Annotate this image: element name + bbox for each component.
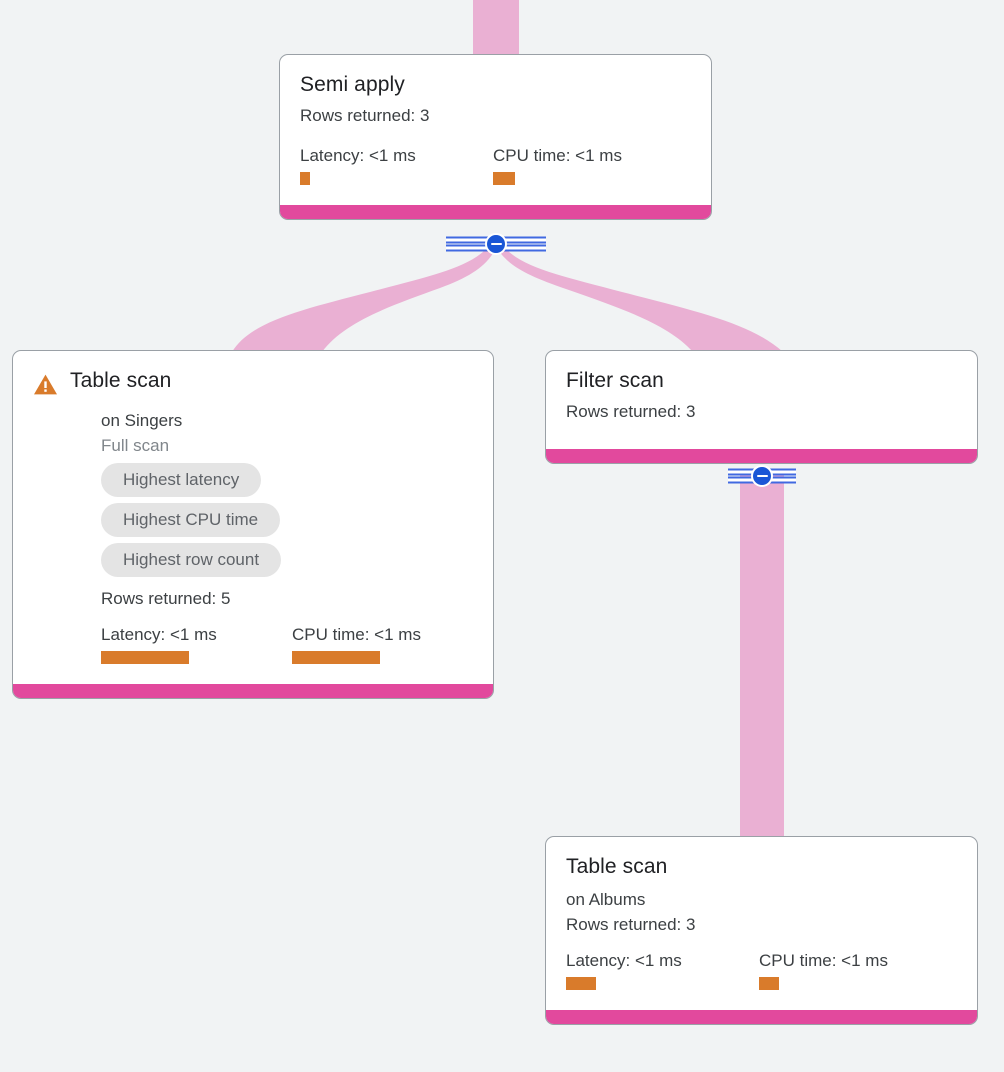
node-title: Table scan	[566, 855, 668, 878]
node-accent-bar	[546, 449, 977, 463]
node-rows-returned: Rows returned: 3	[566, 915, 696, 934]
metric-latency-bar	[566, 977, 596, 990]
node-body: Table scan on Singers Full scan Highest …	[13, 351, 493, 684]
chip-highest-cpu-time[interactable]: Highest CPU time	[101, 503, 281, 537]
metric-latency-label: Latency: <1 ms	[566, 951, 682, 970]
node-accent-bar	[546, 1010, 977, 1024]
plan-node-table-scan-singers[interactable]: Table scan on Singers Full scan Highest …	[12, 350, 494, 699]
edge-semi-apply-to-filter-scan	[497, 246, 783, 352]
metric-latency-bar	[300, 172, 310, 185]
node-rows-returned: Rows returned: 5	[101, 589, 231, 608]
collapse-minus-icon[interactable]	[751, 465, 773, 487]
node-metrics: Latency: <1 ms CPU time: <1 ms	[101, 624, 473, 664]
metric-cpu-time-bar	[759, 977, 779, 990]
chip-highest-latency[interactable]: Highest latency	[101, 463, 262, 497]
node-subtitle: on Albums	[566, 890, 646, 909]
metric-latency: Latency: <1 ms	[566, 950, 759, 990]
metric-cpu-time: CPU time: <1 ms	[493, 145, 622, 185]
node-title: Filter scan	[566, 369, 664, 392]
metric-cpu-time-label: CPU time: <1 ms	[493, 146, 622, 165]
node-chip-list: Highest latency Highest CPU time Highest…	[101, 463, 473, 577]
node-header: Table scan	[566, 854, 957, 880]
node-header: Semi apply	[300, 72, 691, 98]
node-metrics: Latency: <1 ms CPU time: <1 ms	[566, 950, 957, 990]
plan-node-semi-apply[interactable]: Semi apply Rows returned: 3 Latency: <1 …	[279, 54, 712, 220]
metric-cpu-time-label: CPU time: <1 ms	[759, 951, 888, 970]
plan-node-filter-scan[interactable]: Filter scan Rows returned: 3	[545, 350, 978, 464]
node-title: Table scan	[70, 369, 172, 392]
metric-latency-bar	[101, 651, 189, 664]
edge-semi-apply-to-table-scan-singers	[232, 246, 496, 352]
metric-cpu-time-bar	[292, 651, 380, 664]
node-header: Table scan	[33, 368, 473, 401]
node-accent-bar	[13, 684, 493, 698]
node-rows-returned: Rows returned: 3	[300, 106, 430, 125]
metric-cpu-time: CPU time: <1 ms	[292, 624, 421, 664]
metric-cpu-time-bar	[493, 172, 515, 185]
collapse-minus-icon[interactable]	[485, 233, 507, 255]
node-details: on Singers Full scan Highest latency Hig…	[33, 409, 473, 664]
node-accent-bar	[280, 205, 711, 219]
metric-latency: Latency: <1 ms	[300, 145, 493, 185]
node-subtitle: on Singers	[101, 411, 183, 430]
metric-latency-label: Latency: <1 ms	[300, 146, 416, 165]
node-scan-type: Full scan	[101, 436, 170, 455]
collapse-toggle-semi-apply[interactable]	[446, 231, 546, 257]
edge-root-to-semi-apply	[473, 0, 519, 58]
metric-latency-label: Latency: <1 ms	[101, 625, 217, 644]
warning-triangle-icon	[33, 373, 58, 401]
node-title: Semi apply	[300, 73, 405, 96]
metric-cpu-time-label: CPU time: <1 ms	[292, 625, 421, 644]
node-body: Filter scan Rows returned: 3	[546, 351, 977, 449]
node-metrics: Latency: <1 ms CPU time: <1 ms	[300, 145, 691, 185]
node-body: Semi apply Rows returned: 3 Latency: <1 …	[280, 55, 711, 205]
plan-node-table-scan-albums[interactable]: Table scan on Albums Rows returned: 3 La…	[545, 836, 978, 1025]
node-body: Table scan on Albums Rows returned: 3 La…	[546, 837, 977, 1010]
node-header: Filter scan	[566, 368, 957, 394]
collapse-toggle-filter-scan[interactable]	[712, 463, 812, 489]
metric-cpu-time: CPU time: <1 ms	[759, 950, 888, 990]
node-rows-returned: Rows returned: 3	[566, 402, 696, 421]
chip-highest-row-count[interactable]: Highest row count	[101, 543, 282, 577]
edge-filter-scan-to-table-scan-albums	[740, 474, 784, 840]
metric-latency: Latency: <1 ms	[101, 624, 292, 664]
